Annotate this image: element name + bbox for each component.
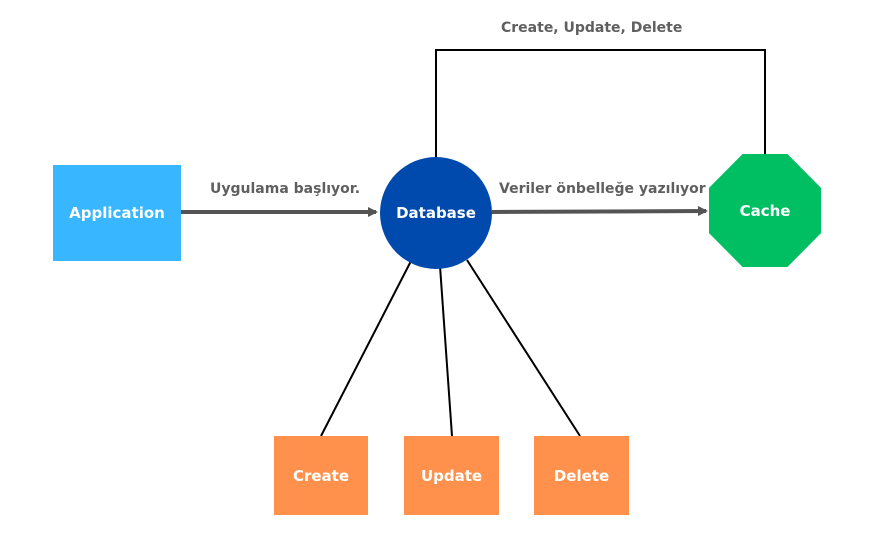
create-label: Create	[292, 466, 350, 485]
create-node[interactable]: Create	[274, 436, 368, 515]
database-to-cache-arrow	[491, 206, 708, 217]
application-label: Application	[69, 204, 165, 222]
database-cache-loop-connector	[435, 49, 766, 158]
database-to-delete-connector	[466, 259, 581, 437]
delete-node[interactable]: Delete	[534, 436, 629, 515]
database-to-cache-label: Veriler önbelleğe yazılıyor	[499, 181, 706, 197]
update-node[interactable]: Update	[404, 436, 499, 515]
delete-label: Delete	[553, 466, 610, 485]
loop-edge-label: Create, Update, Delete	[501, 20, 683, 36]
database-node[interactable]: Database	[380, 157, 492, 269]
app-to-database-label: Uygulama başlıyor.	[210, 181, 361, 197]
cache-label: Cache	[739, 201, 791, 220]
database-label: Database	[396, 204, 476, 222]
database-to-update-connector	[439, 265, 453, 437]
update-label: Update	[420, 466, 483, 485]
application-node[interactable]: Application	[53, 165, 181, 261]
cache-node[interactable]: Cache	[709, 154, 821, 267]
database-to-create-connector	[320, 260, 412, 437]
